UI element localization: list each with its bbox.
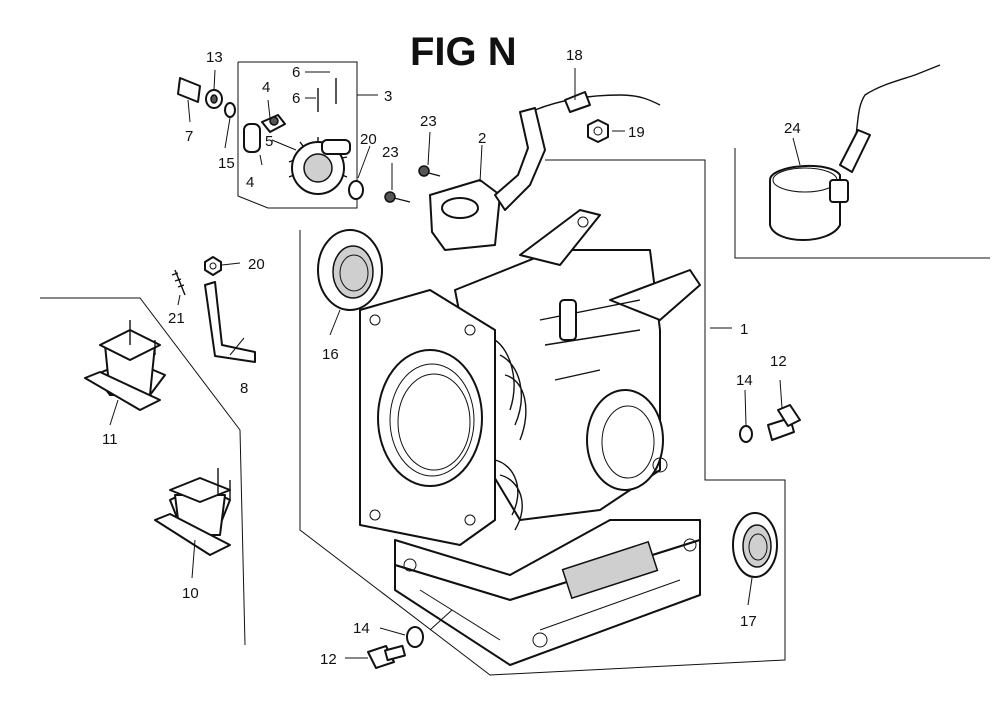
crankcase-part [359, 209, 701, 666]
callout-11: 11 [102, 431, 118, 448]
callout-7: 7 [185, 128, 193, 145]
oil-gauge-rod [204, 256, 256, 363]
callout-12-bottom: 12 [320, 651, 337, 668]
callout-20-lower: 20 [248, 256, 265, 273]
callout-23-lower: 23 [382, 144, 399, 161]
callout-13: 13 [206, 49, 223, 66]
group-boundaries [40, 61, 990, 676]
callout-18: 18 [566, 47, 583, 64]
callout-15: 15 [218, 155, 235, 172]
oil-seal-right [732, 512, 778, 578]
callout-17: 17 [740, 613, 757, 630]
nut-part [587, 119, 609, 143]
sensor-group-box [734, 148, 990, 259]
drain-bolt-right [739, 404, 801, 443]
callout-1: 1 [740, 321, 748, 338]
callout-6-upper: 6 [292, 64, 300, 81]
oil-level-sensor-inset [769, 64, 941, 241]
engine-mount-lower [154, 468, 231, 556]
engine-mount-upper [84, 320, 166, 411]
callout-24: 24 [784, 120, 801, 137]
callout-4-lower: 4 [246, 174, 254, 191]
callout-2: 2 [478, 130, 486, 147]
figure-title: FIG N [410, 30, 517, 74]
stud-part [171, 269, 186, 296]
callout-12-right: 12 [770, 353, 787, 370]
callout-6-lower: 6 [292, 90, 300, 107]
mount-group-line [40, 297, 246, 646]
callout-19: 19 [628, 124, 645, 141]
callout-labels: 1 2 3 4 4 5 6 6 7 8 10 11 12 12 13 14 14… [102, 47, 801, 668]
oil-seal-left [317, 229, 383, 311]
plug-and-washer [177, 77, 223, 109]
callout-14-bottom: 14 [353, 620, 370, 637]
callout-14-right: 14 [736, 372, 753, 389]
callout-3: 3 [384, 88, 392, 105]
callout-16: 16 [322, 346, 339, 363]
callout-8: 8 [240, 380, 248, 397]
callout-10: 10 [182, 585, 199, 602]
oil-alert-sensor [384, 91, 661, 251]
callout-4-upper: 4 [262, 79, 270, 96]
callout-21: 21 [168, 310, 185, 327]
callout-5: 5 [265, 133, 273, 150]
leader-lines [109, 68, 801, 659]
drain-bolt-bottom [367, 626, 424, 669]
crankcase-group-line [299, 159, 786, 676]
oil-pump-group-box [237, 61, 358, 209]
callout-23-upper: 23 [420, 113, 437, 130]
callout-20-upper: 20 [360, 131, 377, 148]
oil-pump-assembly [224, 78, 364, 200]
